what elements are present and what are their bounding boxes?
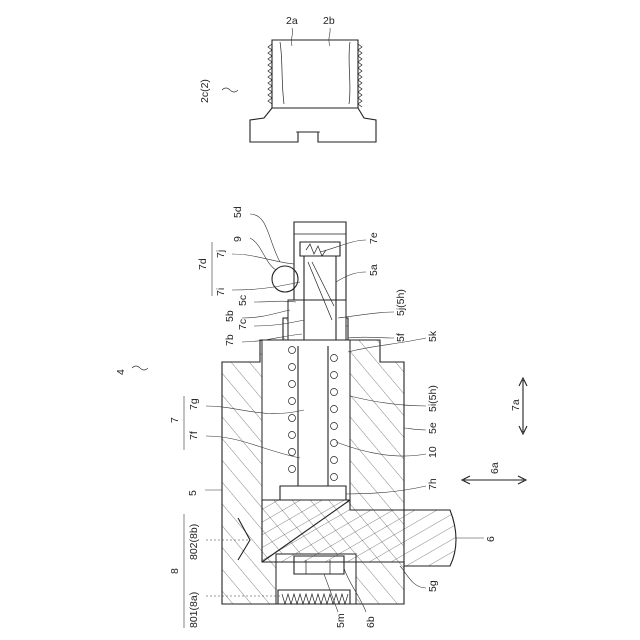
leader-7i [232, 282, 300, 290]
label-5d: 5d [232, 206, 244, 218]
label-6b: 6b [365, 616, 377, 628]
label-9: 9 [232, 236, 244, 242]
leader-5d [250, 214, 280, 262]
label-4: 4 [115, 369, 127, 375]
label-5m: 5m [335, 613, 347, 628]
label-5b: 5b [224, 310, 236, 322]
label-802: 802(8b) [188, 524, 200, 560]
label-7c: 7c [237, 319, 249, 330]
squiggle-2c [222, 88, 238, 92]
label-7e: 7e [368, 232, 380, 244]
label-7i: 7i [215, 288, 227, 296]
label-2a: 2a [286, 15, 298, 27]
label-7: 7 [169, 417, 181, 423]
label-2b: 2b [323, 15, 335, 27]
leader-5b [242, 310, 290, 318]
label-6a: 6a [489, 462, 501, 474]
label-2c: 2c(2) [199, 79, 211, 103]
label-7a: 7a [510, 399, 522, 411]
label-5i: 5i(5h) [427, 385, 439, 412]
leader-2b [329, 28, 330, 46]
label-10: 10 [427, 446, 439, 458]
label-6: 6 [485, 536, 497, 542]
cap-part-2c [250, 40, 376, 142]
label-7h: 7h [427, 478, 439, 490]
label-5g: 5g [427, 580, 439, 592]
label-7j: 7j [215, 250, 227, 258]
leader-2a [291, 28, 292, 46]
label-8: 8 [169, 568, 181, 574]
label-5c: 5c [237, 295, 249, 306]
squiggle-4 [132, 366, 148, 370]
label-7b: 7b [224, 334, 236, 346]
label-7f: 7f [188, 431, 200, 440]
label-5a: 5a [368, 264, 380, 276]
label-801: 801(8a) [188, 592, 200, 628]
leader-5a [336, 272, 366, 282]
label-7g: 7g [188, 398, 200, 410]
leader-5f [348, 337, 394, 338]
direction-arrow-6a [462, 476, 526, 484]
label-5e: 5e [427, 422, 439, 434]
label-5f: 5f [395, 333, 407, 342]
leader-7j [232, 254, 294, 264]
label-5k: 5k [427, 330, 439, 342]
leader-5e [404, 428, 426, 430]
label-7d: 7d [197, 258, 209, 270]
label-5j: 5j(5h) [395, 289, 407, 316]
label-5: 5 [187, 490, 199, 496]
